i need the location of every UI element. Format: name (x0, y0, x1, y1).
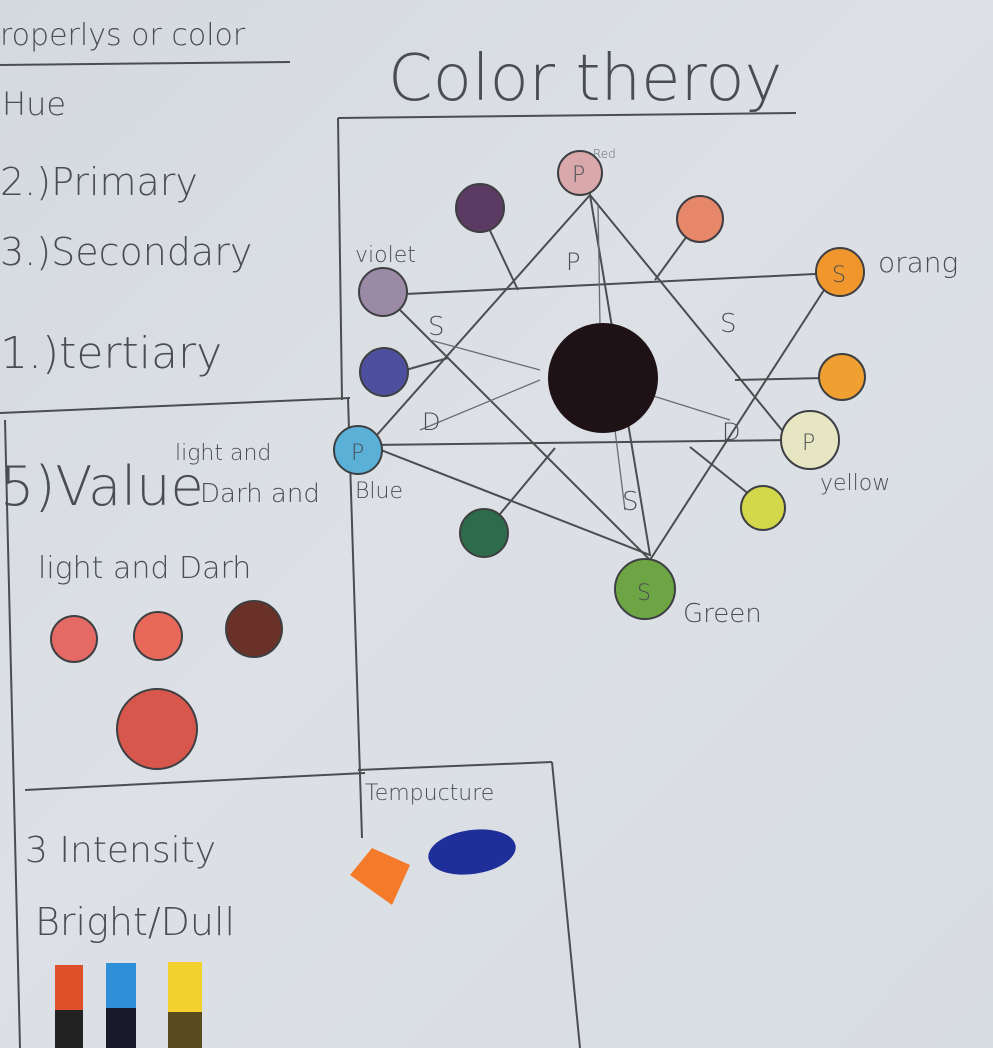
spoke (649, 394, 731, 421)
orange-label: orang (878, 246, 958, 279)
inner-mark: S (622, 487, 639, 517)
green-circle (614, 558, 676, 620)
yellow-label: yellow (820, 471, 890, 496)
spoke (484, 219, 519, 291)
blue-violet-circle (359, 347, 409, 397)
blue-circle (333, 425, 383, 475)
center-mixed-circle (548, 323, 658, 433)
primary-label: 2.)Primary (0, 160, 198, 204)
inner-mark: D (722, 418, 740, 446)
value-heading: 5)Value (0, 455, 204, 518)
temperature-box-top (357, 761, 553, 771)
value-swatch-medium (133, 611, 183, 661)
value-swatch-large (116, 688, 198, 770)
intensity-bar-red (55, 965, 83, 1048)
red-circle (557, 150, 603, 196)
value-swatch-dark (225, 600, 283, 658)
green-secondary-mark: S (637, 581, 651, 606)
inner-mark: S (720, 309, 737, 339)
properties-heading: roperlys or color (0, 18, 246, 53)
spoke (689, 446, 751, 496)
value-swatch-light (50, 615, 98, 663)
yellow-orange-circle (818, 353, 866, 401)
heading-underline (0, 61, 291, 66)
violet-circle (358, 267, 408, 317)
green-label: Green (683, 599, 762, 629)
tertiary-label: 1.)tertiary (0, 328, 222, 379)
star-line (384, 272, 836, 296)
red-violet-circle (455, 183, 505, 233)
page-title: Color theroy (388, 42, 782, 116)
box-divider (337, 117, 343, 401)
star-line (384, 294, 651, 561)
violet-label: violet (355, 243, 416, 268)
spoke (429, 339, 541, 371)
yellow-circle (780, 410, 840, 470)
cool-swatch (428, 829, 516, 875)
red-label: Red (593, 147, 616, 161)
blue-green-circle (459, 508, 509, 558)
yellow-green-circle (740, 485, 786, 531)
value-subheading: light and Darh (38, 551, 251, 586)
spoke (597, 204, 601, 326)
spoke (614, 429, 626, 511)
inner-mark: P (566, 248, 580, 276)
spoke (734, 377, 826, 381)
warm-swatch (350, 848, 410, 905)
blue-primary-mark: P (351, 441, 364, 466)
intensity-subheading: Bright/Dull (35, 900, 235, 944)
red-orange-circle (676, 195, 724, 243)
yellow-primary-mark: P (802, 431, 815, 456)
value-note-2: Darh and (200, 479, 320, 509)
star-line (649, 272, 836, 561)
spoke (419, 379, 541, 431)
title-underline (337, 112, 797, 119)
secondary-label: 3.)Secondary (0, 230, 252, 274)
inner-mark: D (422, 408, 440, 436)
intensity-bar-blue (106, 963, 136, 1048)
red-primary-mark: P (572, 163, 585, 188)
intensity-section-divider (24, 772, 366, 791)
orange-secondary-mark: S (832, 263, 846, 288)
value-note-1: light and (175, 441, 271, 466)
orange-circle (815, 247, 865, 297)
intensity-heading: 3 Intensity (25, 830, 216, 871)
intensity-bar-yellow (168, 962, 202, 1048)
left-margin-line (4, 419, 21, 1048)
hue-label: Hue (2, 85, 66, 123)
blue-label: Blue (355, 479, 403, 504)
temperature-box-right (551, 761, 581, 1048)
temperature-label: Tempucture (365, 781, 494, 806)
spoke (494, 447, 556, 521)
inner-mark: S (428, 312, 445, 342)
hue-section-divider (0, 397, 351, 414)
